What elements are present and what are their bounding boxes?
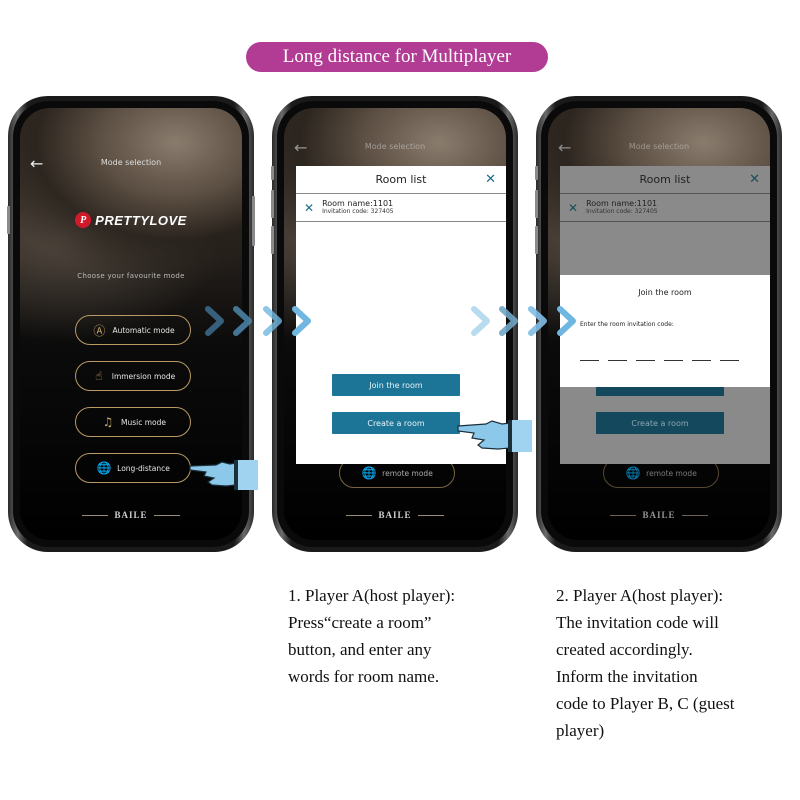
phone-join-room: ← Mode selection 🌐 remote mode BAILE Roo… <box>535 96 782 552</box>
phone-side-button <box>7 206 10 234</box>
invitation-code-label: Enter the room invitation code: <box>580 321 674 328</box>
invitation-code-input[interactable] <box>580 360 739 361</box>
join-room-button[interactable]: Join the room <box>332 374 460 396</box>
title-banner: Long distance for Multiplayer <box>246 42 548 72</box>
globe-icon: 🌐 <box>96 461 112 475</box>
code-digit-slot[interactable] <box>664 360 683 361</box>
room-list-item[interactable]: ✕ Room name:1101 Invitation code: 327405 <box>296 194 506 222</box>
arrow-left-icon[interactable]: ← <box>30 154 44 173</box>
code-digit-slot[interactable] <box>692 360 711 361</box>
mode-label: Immersion mode <box>111 371 176 381</box>
delete-room-icon[interactable]: ✕ <box>304 200 315 215</box>
room-name: Room name:1101 <box>586 198 658 208</box>
chevron-right-icon <box>471 306 490 336</box>
chevron-right-icon <box>233 306 252 336</box>
phone-side-button <box>535 166 538 180</box>
create-room-button[interactable]: Create a room <box>596 412 724 434</box>
step-2-caption: 2. Player A(host player): The invitation… <box>556 586 735 740</box>
footer-brand: BAILE <box>548 510 770 520</box>
globe-icon: 🌐 <box>625 466 641 480</box>
code-digit-slot[interactable] <box>636 360 655 361</box>
brand-logo: P PRETTYLOVE <box>20 212 242 228</box>
music-mode-button[interactable]: ♫ Music mode <box>75 407 191 437</box>
chevron-right-icon <box>499 306 518 336</box>
code-digit-slot[interactable] <box>608 360 627 361</box>
immersion-mode-button[interactable]: ☝ Immersion mode <box>75 361 191 391</box>
invitation-code: Invitation code: 327405 <box>586 208 658 216</box>
phone-mode-selection: ← Mode selection P PRETTYLOVE Choose you… <box>7 96 255 552</box>
logo-badge-icon: P <box>75 212 92 228</box>
screen: ← Mode selection 🌐 remote mode BAILE Roo… <box>548 108 770 540</box>
delete-room-icon[interactable]: ✕ <box>568 200 579 215</box>
pointing-hand-icon <box>189 460 258 490</box>
mode-label: Automatic mode <box>112 325 175 335</box>
chevron-right-icon <box>292 306 311 336</box>
close-icon[interactable]: ✕ <box>749 172 760 187</box>
nav-title: Mode selection <box>364 142 426 151</box>
long-distance-button[interactable]: 🌐 Long-distance <box>75 453 191 483</box>
mode-label: Music mode <box>121 417 166 427</box>
pointing-hand-icon <box>457 420 532 452</box>
chevron-right-icon <box>205 306 224 336</box>
dialog-header: Room list ✕ <box>296 166 506 194</box>
join-room-dialog: Join the room Enter the room invitation … <box>560 275 770 387</box>
dialog-title: Room list <box>375 173 427 186</box>
phone-side-button <box>271 226 274 254</box>
nav-title: Mode selection <box>100 158 162 167</box>
logo-text: PRETTYLOVE <box>95 212 187 228</box>
arrow-left-icon[interactable]: ← <box>294 138 308 157</box>
phone-side-button <box>252 196 255 246</box>
footer-brand: BAILE <box>20 510 242 520</box>
music-note-icon: ♫ <box>102 415 114 429</box>
globe-icon: 🌐 <box>361 466 377 480</box>
arrow-left-icon[interactable]: ← <box>558 138 572 157</box>
mode-subtitle: Choose your favourite mode <box>77 272 185 280</box>
automatic-mode-button[interactable]: Ⓐ Automatic mode <box>75 315 191 345</box>
phone-side-button <box>271 166 274 180</box>
dialog-header: Room list ✕ <box>560 166 770 194</box>
chevron-right-icon <box>528 306 547 336</box>
mode-label: Long-distance <box>117 463 170 473</box>
room-list-item[interactable]: ✕ Room name:1101 Invitation code: 327405 <box>560 194 770 222</box>
dialog-title: Room list <box>639 173 691 186</box>
nav-title: Mode selection <box>628 142 690 151</box>
close-icon[interactable]: ✕ <box>485 172 496 187</box>
phone-side-button <box>535 190 538 218</box>
step-1-caption: 1. Player A(host player): Press“create a… <box>288 586 456 686</box>
footer-brand: BAILE <box>284 510 506 520</box>
phone-side-button <box>271 190 274 218</box>
join-dialog-title: Join the room <box>638 288 692 297</box>
code-digit-slot[interactable] <box>580 360 599 361</box>
hand-touch-icon: ☝ <box>95 369 103 383</box>
room-list-dialog: Room list ✕ ✕ Room name:1101 Invitation … <box>296 166 506 464</box>
create-room-button[interactable]: Create a room <box>332 412 460 434</box>
phone-room-list: ← Mode selection 🌐 remote mode BAILE Roo… <box>271 96 518 552</box>
chevron-right-icon <box>263 306 282 336</box>
code-digit-slot[interactable] <box>720 360 739 361</box>
screen: ← Mode selection 🌐 remote mode BAILE Roo… <box>284 108 506 540</box>
phone-side-button <box>535 226 538 254</box>
room-name: Room name:1101 <box>322 198 394 208</box>
invitation-code: Invitation code: 327405 <box>322 208 394 216</box>
automatic-icon: Ⓐ <box>93 323 106 338</box>
chevron-right-icon <box>557 306 576 336</box>
